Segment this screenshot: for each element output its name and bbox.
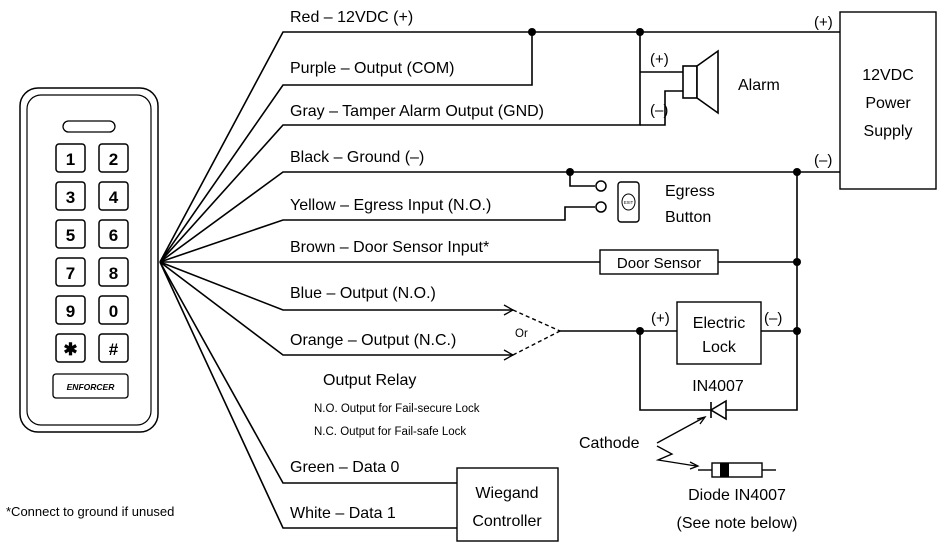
- keypad-key-4: 4: [98, 181, 129, 211]
- keypad-key-3: 3: [55, 181, 86, 211]
- wire-fan: [159, 31, 812, 529]
- keypad-key-label: 1: [66, 150, 75, 169]
- diode-caption-line1: Diode IN4007: [688, 487, 786, 504]
- keypad-key-0: 0: [98, 295, 129, 325]
- svg-text:12VDC: 12VDC: [862, 67, 914, 84]
- svg-text:Power: Power: [865, 95, 911, 112]
- keypad-indicator-slot: [62, 120, 116, 133]
- relay-nc-note: N.C. Output for Fail-safe Lock: [314, 426, 466, 438]
- lock-label-line1: Electric: [693, 315, 745, 332]
- exit-button-icon: EXIT: [617, 181, 640, 223]
- alarm-minus-label: (–): [650, 102, 668, 119]
- or-label: Or: [515, 328, 528, 340]
- footnote: *Connect to ground if unused: [6, 504, 174, 519]
- keypad-key-label: 7: [66, 264, 75, 283]
- keypad-key-star: ✱: [55, 333, 86, 363]
- wire-white-label: White – Data 1: [290, 505, 396, 522]
- wire-gray-label: Gray – Tamper Alarm Output (GND): [290, 103, 544, 120]
- wire-blue-label: Blue – Output (N.O.): [290, 285, 436, 302]
- wire-yellow-label: Yellow – Egress Input (N.O.): [290, 197, 491, 214]
- egress-label-line1: Egress: [665, 183, 715, 200]
- power-minus-label: (–): [814, 152, 832, 169]
- alarm-label: Alarm: [738, 77, 780, 94]
- keypad-key-label: 2: [109, 150, 118, 169]
- wire-purple-label: Purple – Output (COM): [290, 60, 455, 77]
- wire-brown-label: Brown – Door Sensor Input*: [290, 239, 489, 256]
- keypad-key-hash: #: [98, 333, 129, 363]
- enforcer-logo: ENFORCER: [67, 382, 116, 392]
- relay-selector-dashed: [512, 309, 561, 356]
- lock-minus-label: (–): [764, 310, 782, 327]
- electric-lock-box: [676, 301, 762, 365]
- cathode-label: Cathode: [579, 435, 640, 452]
- output-relay-title: Output Relay: [323, 372, 416, 389]
- wire-orange-label: Orange – Output (N.C.): [290, 332, 456, 349]
- wiegand-label-line1: Wiegand: [475, 485, 538, 502]
- keypad-key-label: 3: [66, 188, 75, 207]
- alarm-speaker-icon: [682, 49, 719, 115]
- lock-plus-label: (+): [651, 310, 670, 327]
- keypad-key-label: 6: [109, 226, 118, 245]
- lock-label-line2: Lock: [702, 339, 737, 356]
- keypad-key-label: 0: [109, 302, 118, 321]
- keypad-key-label: 8: [109, 264, 118, 283]
- relay-no-note: N.O. Output for Fail-secure Lock: [314, 403, 480, 415]
- keypad-key-label: 4: [109, 188, 119, 207]
- keypad-key-6: 6: [98, 219, 129, 249]
- keypad-key-2: 2: [98, 143, 129, 173]
- keypad-key-label: 9: [66, 302, 75, 321]
- junction-dots: [528, 28, 801, 335]
- svg-text:Supply: Supply: [864, 123, 913, 140]
- keypad-key-1: 1: [55, 143, 86, 173]
- power-plus-label: (+): [814, 14, 833, 31]
- svg-text:EXIT: EXIT: [624, 200, 634, 205]
- door-sensor-label: Door Sensor: [617, 255, 701, 272]
- alarm-plus-label: (+): [650, 51, 669, 68]
- wiegand-label-line2: Controller: [472, 513, 542, 530]
- keypad-key-label: ✱: [63, 340, 77, 359]
- diode-symbol-icon: [700, 399, 772, 421]
- wiegand-controller-box: [456, 467, 559, 542]
- wire-green-label: Green – Data 0: [290, 459, 400, 476]
- egress-label-line2: Button: [665, 209, 711, 226]
- keypad-key-9: 9: [55, 295, 86, 325]
- keypad-key-5: 5: [55, 219, 86, 249]
- diode-label: IN4007: [692, 378, 744, 395]
- keypad-device: 1 2 3 4 5 6 7 8 9 0 ✱ # ENFORCER: [19, 87, 159, 433]
- wire-black-label: Black – Ground (–): [290, 149, 424, 166]
- keypad-key-label: #: [109, 340, 119, 359]
- physical-diode-icon: [698, 462, 776, 478]
- keypad-key-label: 5: [66, 226, 75, 245]
- keypad-key-8: 8: [98, 257, 129, 287]
- keypad-key-7: 7: [55, 257, 86, 287]
- diode-caption-line2: (See note below): [677, 515, 798, 532]
- power-supply: 12VDC Power Supply: [839, 11, 937, 190]
- wire-red-label: Red – 12VDC (+): [290, 9, 413, 26]
